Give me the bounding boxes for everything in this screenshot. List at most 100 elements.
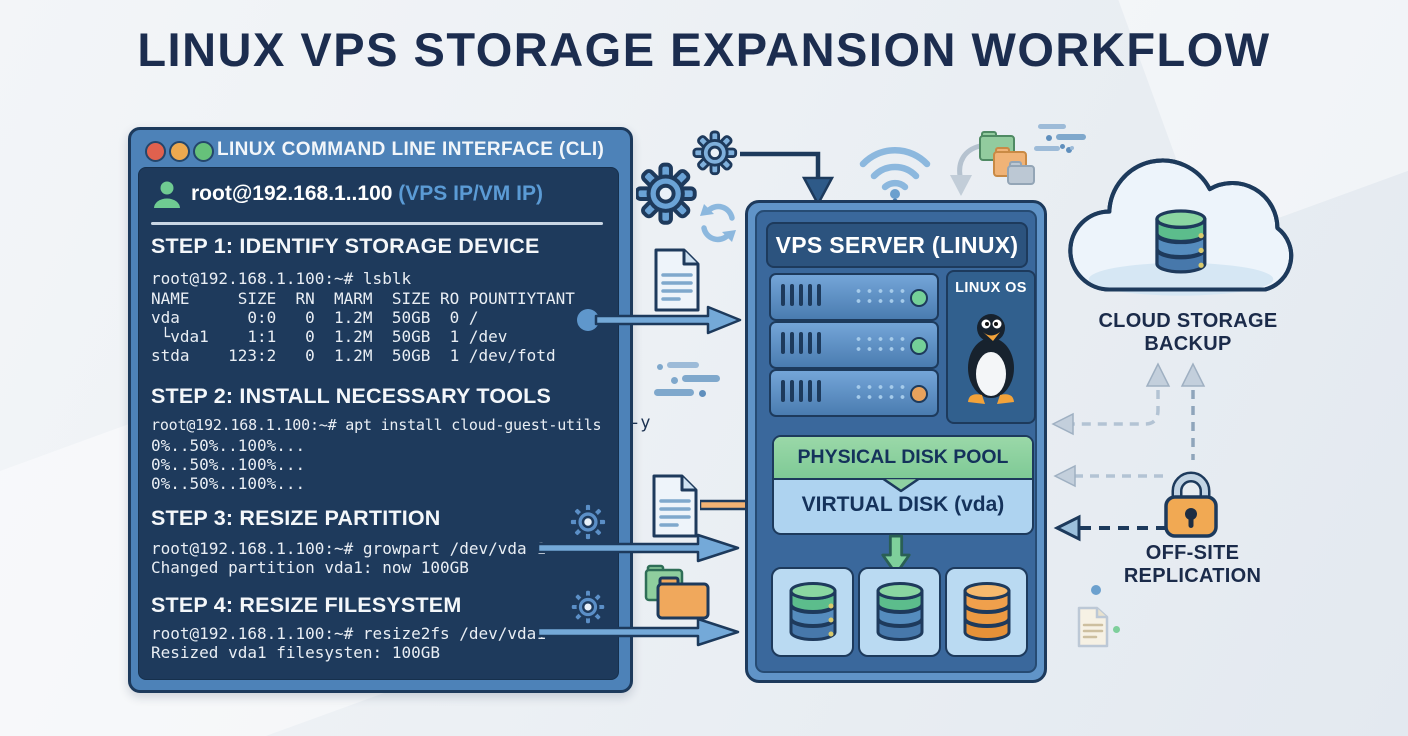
faded-document-icon — [1077, 606, 1109, 648]
offsite-replication-label: OFF-SITE REPLICATION — [1105, 542, 1280, 588]
dot-decor — [1070, 146, 1074, 150]
disk-pool-label: PHYSICAL DISK POOL — [797, 446, 1009, 468]
virtual-disk-label: VIRTUAL DISK (vda) — [801, 493, 1005, 516]
up-arrow-icon — [1145, 362, 1171, 387]
step4-command: root@192.168.1.100:~# resize2fs /dev/vda… — [151, 624, 546, 643]
dash-decor — [1038, 124, 1066, 129]
traffic-light-green-icon — [193, 141, 214, 162]
terminal-screen: root@192.168.1..100 (VPS IP/VM IP) STEP … — [138, 167, 619, 680]
terminal-window-title: LINUX COMMAND LINE INTERFACE (CLI) — [217, 139, 605, 160]
linux-os-panel: LINUX OS — [946, 270, 1036, 424]
server-rack-unit — [769, 369, 939, 417]
virtual-disk: VIRTUAL DISK (vda) — [774, 480, 1032, 530]
step2-progress-line: 0%..50%..100%... — [151, 455, 306, 474]
dot-decor — [699, 390, 706, 397]
cloud-label-line1: CLOUD STORAGE — [1098, 310, 1278, 332]
step1-command: root@192.168.1.100:~# lsblk — [151, 269, 412, 288]
replication-label-line1: OFF-SITE — [1145, 542, 1240, 564]
pool-chevron — [881, 478, 921, 493]
elbow-arrow — [740, 151, 835, 207]
step2-progress-line: 0%..50%..100%... — [151, 474, 306, 493]
status-led-orange — [910, 385, 928, 403]
dash-decor — [1056, 134, 1086, 140]
left-arrow-icon — [1051, 412, 1074, 436]
wifi-icon — [859, 147, 931, 210]
rack-slots — [781, 332, 821, 354]
dash-decor — [1034, 146, 1060, 151]
prompt-note: (VPS IP/VM IP) — [398, 182, 543, 205]
step2-command: root@192.168.1.100:~# apt install cloud-… — [151, 416, 602, 434]
up-arrow-icon — [1180, 362, 1206, 387]
step1-table-row: └vda1 1:1 0 1.2M 50GB 1 /dev — [151, 327, 508, 346]
status-led-green — [910, 289, 928, 307]
terminal-prompt: root@192.168.1..100 (VPS IP/VM IP) — [191, 182, 543, 206]
disk-cylinder-icon — [876, 582, 923, 641]
server-rack-unit — [769, 273, 939, 321]
cloud-label-line2: BACKUP — [1144, 333, 1232, 355]
step2-progress-line: 0%..50%..100%... — [151, 436, 306, 455]
left-arrow-icon — [1053, 514, 1081, 542]
folders-top-icon — [979, 131, 1035, 185]
disk-cylinder-icon — [963, 582, 1010, 641]
tux-penguin-icon — [968, 314, 1014, 404]
step1-table-header: NAME SIZE RN MARM SIZE RO POUNTIYTANT — [151, 289, 575, 308]
disk-pool-card: PHYSICAL DISK POOL VIRTUAL DISK (vda) — [772, 435, 1034, 535]
step1-table-row: stda 123:2 0 1.2M 50GB 1 /dev/fotd — [151, 346, 556, 365]
left-arrow-icon — [1053, 464, 1076, 488]
overflow-flag: -y — [630, 413, 651, 433]
rack-slots — [781, 380, 821, 402]
server-title: VPS SERVER (LINUX) — [766, 222, 1028, 268]
folders-icon — [644, 564, 710, 620]
gears-icon — [636, 130, 738, 243]
disk-cylinder-icon — [789, 582, 836, 641]
prompt-user: root@192.168.1..100 — [191, 182, 393, 205]
server-rack-unit — [769, 321, 939, 369]
step4-result: Resized vda1 filesysten: 100GB — [151, 643, 440, 662]
dot-decor — [1066, 147, 1072, 153]
dash-decor — [667, 362, 699, 368]
dash-decor — [682, 375, 720, 382]
cloud-database-icon — [1155, 209, 1207, 274]
step2-heading: STEP 2: INSTALL NECESSARY TOOLS — [151, 384, 552, 408]
cloud-backup-label: CLOUD STORAGE BACKUP — [1063, 310, 1313, 356]
step3-heading: STEP 3: RESIZE PARTITION — [151, 506, 441, 530]
step4-heading: STEP 4: RESIZE FILESYSTEM — [151, 593, 462, 617]
dot-decor — [671, 377, 678, 384]
step3-result: Changed partition vda1: now 100GB — [151, 558, 469, 577]
rack-dot-grid — [853, 286, 905, 306]
terminal-window: LINUX COMMAND LINE INTERFACE (CLI) root@… — [128, 127, 633, 693]
down-arrow-green — [881, 534, 911, 576]
rack-dot-grid — [853, 334, 905, 354]
sync-arrows-icon — [700, 203, 736, 243]
physical-disk-pool: PHYSICAL DISK POOL — [774, 437, 1032, 480]
lock-icon — [1164, 471, 1218, 538]
dot-decor — [657, 364, 663, 370]
user-icon — [154, 181, 180, 208]
curved-down-arrow-icon — [950, 143, 983, 196]
step1-table-row: vda 0:0 0 1.2M 50GB 0 / — [151, 308, 479, 327]
disk-tile — [771, 567, 854, 657]
dash-decor — [654, 389, 694, 396]
linux-os-label: LINUX OS — [955, 280, 1027, 296]
traffic-light-yellow-icon — [169, 141, 190, 162]
rack-dot-grid — [853, 382, 905, 402]
vps-server-box: VPS SERVER (LINUX) LINUX OS — [745, 200, 1047, 683]
document-icon — [652, 474, 698, 538]
step1-heading: STEP 1: IDENTIFY STORAGE DEVICE — [151, 234, 540, 258]
status-led-green — [910, 337, 928, 355]
step1-arrow — [577, 305, 742, 335]
replication-label-line2: REPLICATION — [1123, 565, 1262, 587]
rack-slots — [781, 284, 821, 306]
dot-decor — [1091, 585, 1101, 595]
divider — [151, 222, 603, 225]
step3-command: root@192.168.1.100:~# growpart /dev/vda … — [151, 539, 546, 558]
page-title: LINUX VPS STORAGE EXPANSION WORKFLOW — [137, 23, 1271, 76]
step4-arrow — [538, 617, 740, 647]
traffic-light-red-icon — [145, 141, 166, 162]
dot-decor — [1046, 135, 1052, 141]
dot-decor — [1060, 144, 1065, 149]
dot-decor — [1113, 626, 1120, 633]
replication-arrows — [1051, 362, 1206, 542]
step3-arrow — [538, 533, 740, 563]
